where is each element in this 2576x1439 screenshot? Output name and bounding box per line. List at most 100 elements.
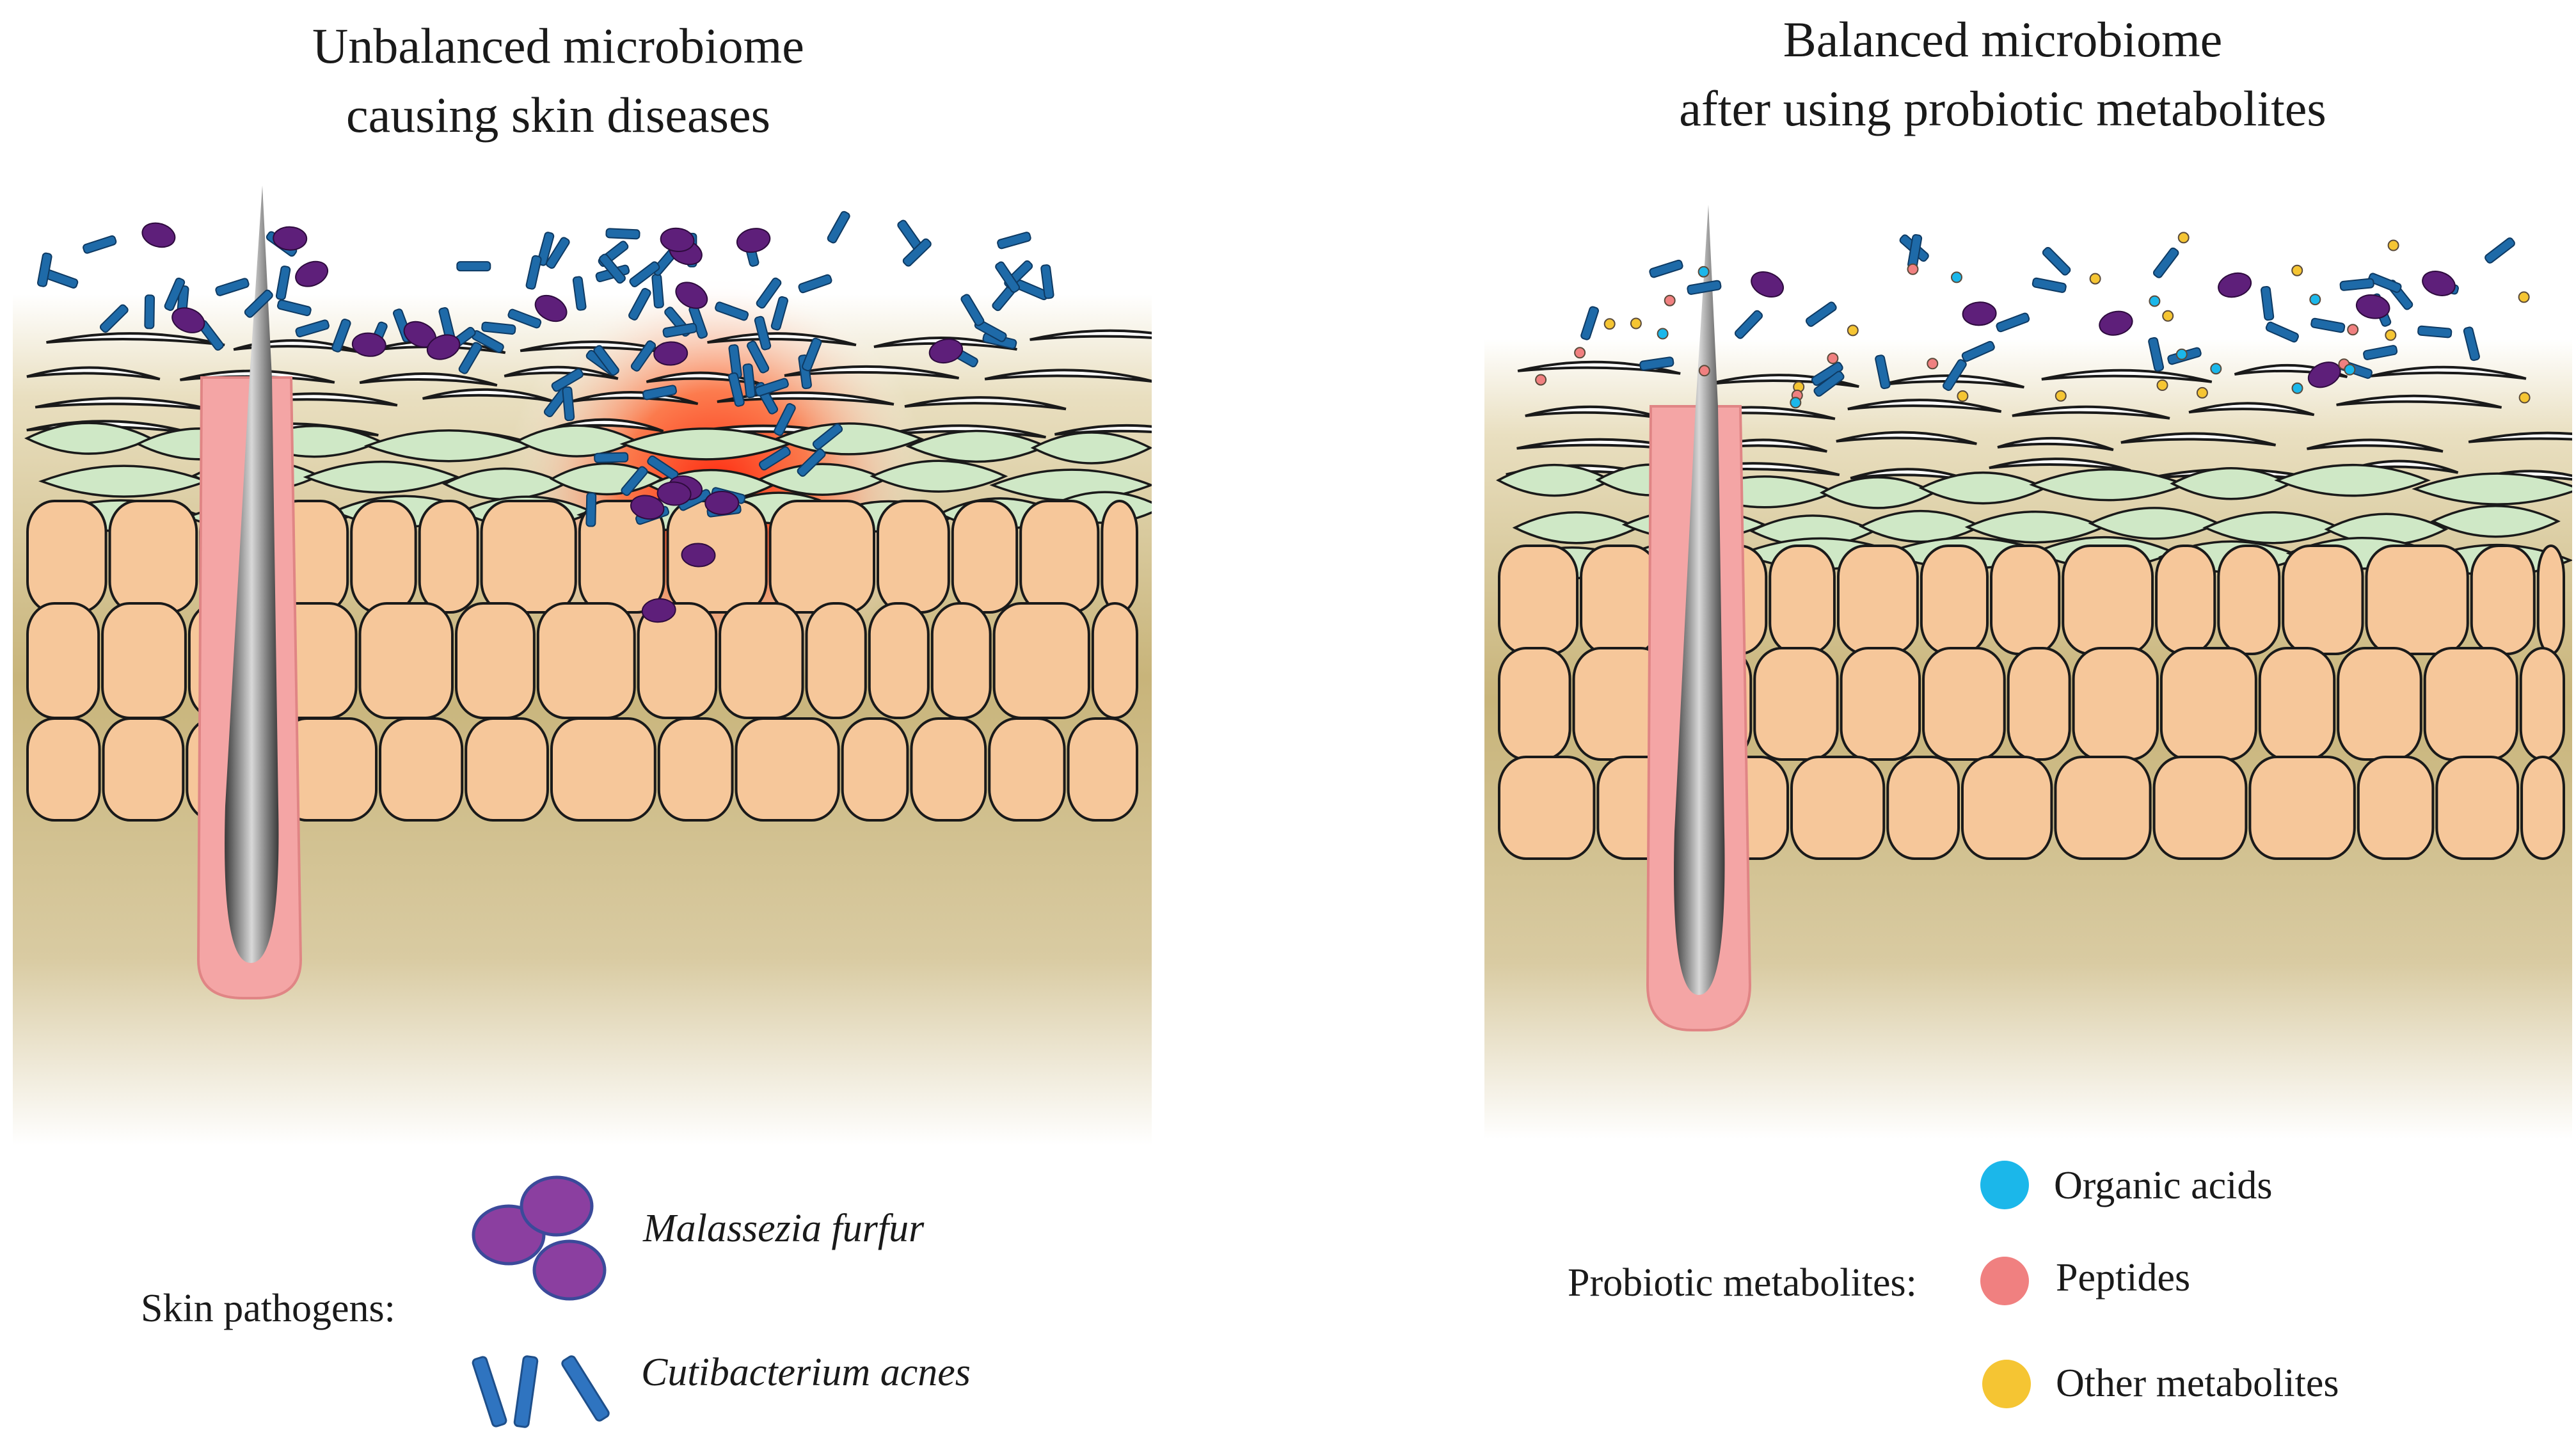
malassezia-cell: [2355, 294, 2390, 319]
cutibacterium-rod: [2152, 247, 2179, 278]
keratinocyte-cell: [910, 717, 987, 822]
cutibacterium-rod: [1649, 259, 1683, 278]
pathogen-microbes: [37, 211, 1054, 623]
cutibacterium-rod: [545, 237, 570, 269]
cutibacterium-rod: [1961, 340, 1995, 362]
cutibacterium-rod: [754, 378, 789, 397]
keratinocyte-cell: [657, 717, 734, 822]
peptide-dot: [1827, 353, 1839, 364]
other-metabolite-dot: [1603, 318, 1616, 330]
cutibacterium-rod: [83, 235, 117, 254]
keratinocyte-cell: [2054, 756, 2152, 860]
cutibacterium-rod: [594, 452, 629, 463]
corneocyte-flake: [707, 332, 857, 347]
malassezia-cell: [660, 227, 695, 253]
granular-cell: [2274, 463, 2431, 497]
organic-acid-dot: [2309, 294, 2321, 306]
other-metabolite-dot: [1847, 324, 1859, 337]
keratinocyte-cell: [988, 717, 1066, 822]
cutibacterium-rod: [331, 319, 351, 353]
other-metabolite-dot: [2055, 390, 2067, 402]
hair-shaft: [1674, 205, 1725, 995]
other-metabolite-dot: [2518, 392, 2531, 404]
peptide-dot: [1664, 294, 1676, 306]
corneocyte-flake: [2188, 402, 2315, 417]
cutibacterium-rod: [572, 276, 587, 311]
keratinocyte-cell: [735, 717, 840, 822]
keratinocyte-cell: [379, 717, 464, 822]
other-metabolite-dot: [2089, 273, 2101, 285]
cutibacterium-rod: [164, 277, 186, 311]
cutibacterium-label: Cutibacterium acnes: [641, 1351, 971, 1394]
organic-acid-dot: [2210, 363, 2222, 375]
cutibacterium-rod: [599, 253, 626, 284]
organic-acid-dot: [2175, 348, 2188, 360]
corneocyte-flake: [26, 366, 161, 381]
corneocyte-flake: [2041, 369, 2213, 383]
keratinocyte-cell: [1922, 647, 2006, 761]
other-metabolite-dot: [2156, 379, 2168, 391]
keratinocyte-cell: [841, 717, 909, 822]
cutibacterium-rod: [902, 238, 932, 267]
cutibacterium-rod: [2031, 277, 2067, 293]
other-metabolite-dot: [2162, 310, 2174, 322]
cutibacterium-rod: [507, 308, 542, 329]
cutibacterium-rod: [812, 423, 843, 450]
cutibacterium-rod: [295, 319, 330, 338]
cutibacterium-rod: [629, 261, 660, 287]
keratinocyte-cell: [26, 717, 101, 822]
corneocyte-flake: [2468, 431, 2572, 443]
malassezia-cell: [641, 598, 676, 623]
keratinocyte-cell: [1886, 756, 1960, 860]
keratinocyte-cell: [2365, 545, 2469, 655]
keratinocyte-layer: [1498, 545, 2566, 860]
cutibacterium-rod: [960, 294, 985, 326]
corneocyte-flake: [1847, 399, 2002, 413]
probiotic-metabolites-heading: Probiotic metabolites:: [1568, 1261, 1917, 1305]
keratinocyte-cell: [2435, 756, 2520, 860]
keratinocyte-cell: [1960, 756, 2053, 860]
malassezia-cell: [2218, 272, 2252, 298]
keratinocyte-cell: [2357, 756, 2435, 860]
cutibacterium-rod: [802, 337, 822, 372]
cutibacterium-rod: [798, 274, 832, 294]
cutibacterium-rod: [99, 304, 129, 333]
cutibacterium-rod: [2042, 246, 2071, 276]
malassezia-label: Malassezia furfur: [643, 1207, 925, 1250]
organic-acid-dot: [1697, 266, 1710, 278]
organic-acid-dot: [1790, 397, 1802, 409]
other-metabolite-dot: [2387, 239, 2399, 251]
cutibacterium-rod: [1813, 370, 1845, 397]
organic-acid-dot: [1657, 328, 1669, 340]
other-metabolite-dot: [2196, 386, 2208, 399]
cutibacterium-rod: [759, 446, 791, 471]
granular-cell: [870, 459, 1008, 493]
cutibacterium-rod: [742, 363, 756, 399]
skin-pathogens-heading: Skin pathogens:: [141, 1287, 395, 1330]
cutibacterium-rod: [1040, 264, 1054, 299]
malassezia-cell: [351, 332, 386, 357]
malassezia-cell: [426, 334, 461, 360]
keratinocyte-cell: [2520, 756, 2566, 860]
cutibacterium-rod: [215, 278, 250, 296]
other-metabolite-dot: [1957, 390, 1969, 402]
peptide-dot: [1927, 358, 1939, 370]
cutibacterium-rod: [2363, 345, 2398, 360]
cutibacterium-rod: [997, 232, 1031, 250]
malassezia-cell: [1751, 271, 1784, 298]
peptide-dot: [1535, 374, 1547, 386]
cutibacterium-rod: [995, 261, 1021, 293]
corneocyte-flake: [984, 369, 1152, 383]
cutibacterium-rod: [2368, 273, 2402, 293]
right-title-line-2: after using probiotic metabolites: [1679, 81, 2326, 136]
corneocyte-flake: [504, 365, 619, 380]
corneocyte-flake: [784, 365, 960, 379]
cutibacterium-rod: [2265, 321, 2299, 343]
cutibacterium-rod: [715, 301, 749, 321]
corneocyte-flake: [2371, 365, 2527, 380]
rod-bacteria-icon: [472, 1355, 610, 1428]
cutibacterium-rod: [537, 232, 555, 266]
corneocyte-flake: [1997, 436, 2114, 451]
cutibacterium-rod: [275, 266, 291, 301]
